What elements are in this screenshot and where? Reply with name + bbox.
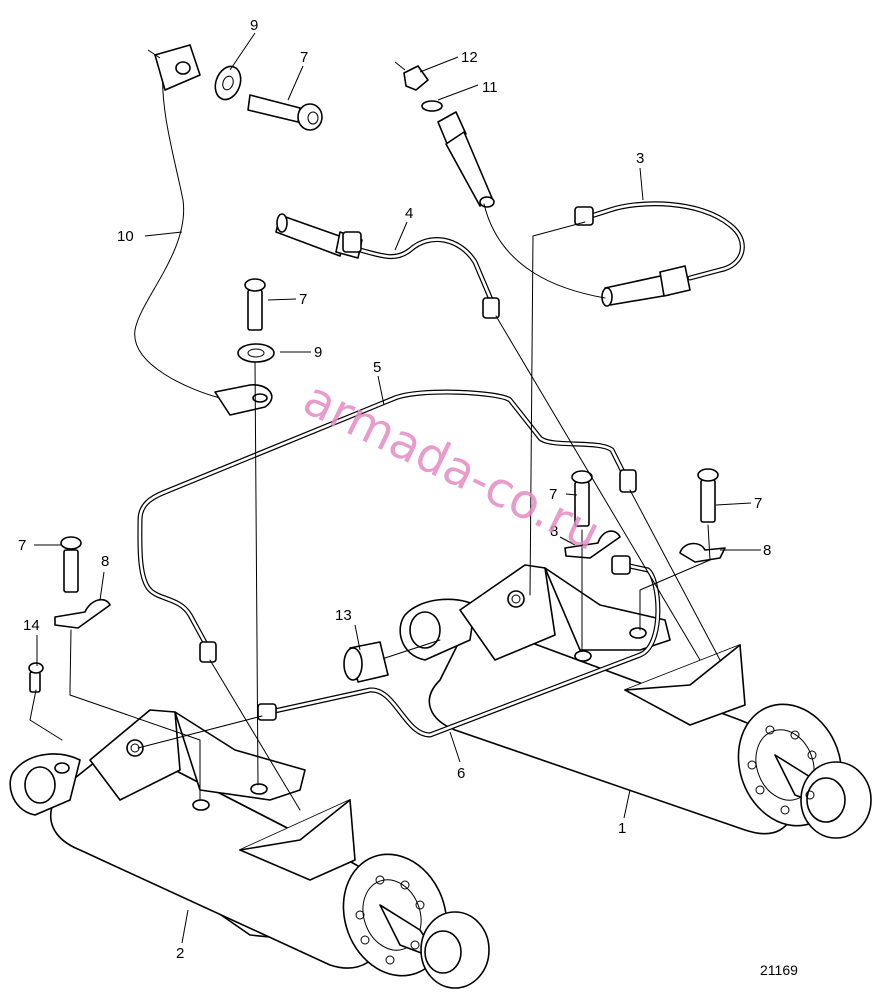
- callout-6: 6: [457, 765, 465, 782]
- callout-9-top: 9: [250, 17, 258, 34]
- leader-lines: [34, 32, 761, 944]
- callout-7-center: 7: [549, 486, 557, 503]
- clamp-8-right: [679, 542, 726, 563]
- callout-1: 1: [618, 820, 626, 837]
- screw-7-right: [697, 468, 719, 523]
- callout-4: 4: [405, 205, 413, 222]
- callout-10: 10: [117, 228, 134, 245]
- hydraulic-pipe-3: [582, 201, 745, 307]
- screw-7-left: [60, 536, 82, 593]
- callout-5: 5: [373, 359, 381, 376]
- clamp-8-left: [54, 598, 111, 629]
- callout-12: 12: [461, 49, 478, 66]
- hydraulic-pipe-5: [137, 389, 630, 651]
- hydraulic-pipe-6: [267, 562, 661, 738]
- screw-7-center: [571, 470, 593, 527]
- callout-8-center: 8: [550, 523, 558, 540]
- screw-14: [28, 662, 44, 693]
- washer-9-top: [214, 65, 242, 101]
- screw-7-upper-center: [244, 278, 266, 331]
- callout-3: 3: [636, 150, 644, 167]
- callout-7-right: 7: [754, 495, 762, 512]
- earth-cable-10: [134, 44, 273, 416]
- clamp-8-center: [564, 530, 621, 559]
- washer-9-center: [237, 343, 275, 363]
- callout-7-top: 7: [300, 49, 308, 66]
- callout-13: 13: [335, 607, 352, 624]
- watermark: armada-co.ru: [295, 370, 609, 561]
- screw-7-top: [247, 94, 323, 131]
- callout-11: 11: [482, 79, 498, 96]
- pipe-nut-fittings: [199, 206, 637, 721]
- hydraulic-cylinder-1: [399, 564, 872, 839]
- hydraulic-cylinder-2: [9, 709, 490, 989]
- callout-9-center: 9: [314, 344, 322, 361]
- pipe-fitting-assembly: [403, 65, 606, 299]
- callout-7-upper-center: 7: [299, 291, 307, 308]
- callout-8-right: 8: [763, 542, 771, 559]
- callout-8-left: 8: [101, 553, 109, 570]
- callout-7-left: 7: [18, 537, 26, 554]
- bushing-13: [343, 641, 389, 683]
- callout-labels: 1 2 3 4 5 6 7 7 7 7 7 8 8 8 9 9 10 11 12…: [18, 17, 771, 962]
- callout-14: 14: [23, 617, 40, 634]
- assembly-lines: [29, 221, 721, 811]
- callout-2: 2: [176, 945, 184, 962]
- figure-number: 21169: [760, 962, 798, 978]
- hydraulic-pipe-4: [275, 213, 495, 305]
